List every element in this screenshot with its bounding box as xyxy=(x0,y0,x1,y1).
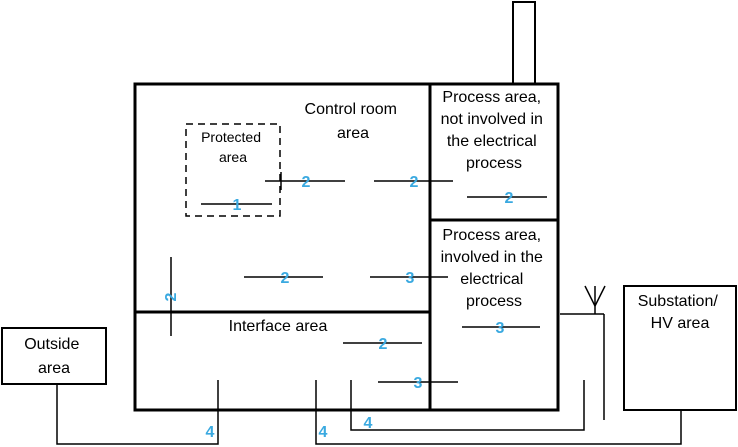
zone-number-4-a: 4 xyxy=(206,424,215,441)
zone-number-2-f: 2 xyxy=(379,336,388,353)
building-outline xyxy=(133,82,560,412)
interface-area-label: Interface area xyxy=(229,318,328,335)
zone-cables xyxy=(170,172,547,383)
wire-outside xyxy=(56,380,219,445)
chimney xyxy=(512,1,536,85)
zone-number-1: 1 xyxy=(233,197,242,214)
zone-number-3-b: 3 xyxy=(496,320,505,337)
zone-number-2-d: 2 xyxy=(281,270,290,287)
process-not-involved-label: Process area, not involved in the electr… xyxy=(441,89,548,172)
antenna-arm-left xyxy=(584,285,596,307)
substation-label: Substation/ HV area xyxy=(638,293,723,332)
control-room-label: Control room area xyxy=(305,101,402,142)
zone-number-3-c: 3 xyxy=(414,375,423,392)
outside-area-label: Outside area xyxy=(24,336,84,377)
zone-number-2-c: 2 xyxy=(505,190,514,207)
zone-number-2-a: 2 xyxy=(302,174,311,191)
zone-number-2-b: 2 xyxy=(410,174,419,191)
wire-substation xyxy=(315,380,682,445)
protected-area-label: Protected area xyxy=(201,129,265,165)
substation-box xyxy=(623,285,737,411)
zone-numbers: 1 2 2 2 2 3 2 3 2 3 4 4 4 xyxy=(163,174,514,441)
outside-area-box xyxy=(1,327,107,385)
protected-area-box xyxy=(185,123,281,217)
process-involved-label: Process area, involved in the electrical… xyxy=(441,227,548,310)
zone-number-2-e: 2 xyxy=(163,292,180,301)
wire-antenna xyxy=(350,380,585,431)
zone4-wiring xyxy=(56,380,682,445)
zone-number-3-a: 3 xyxy=(406,270,415,287)
antenna-arm-right xyxy=(594,285,606,307)
zone-number-4-c: 4 xyxy=(364,415,373,432)
zone-number-4-b: 4 xyxy=(319,424,328,441)
